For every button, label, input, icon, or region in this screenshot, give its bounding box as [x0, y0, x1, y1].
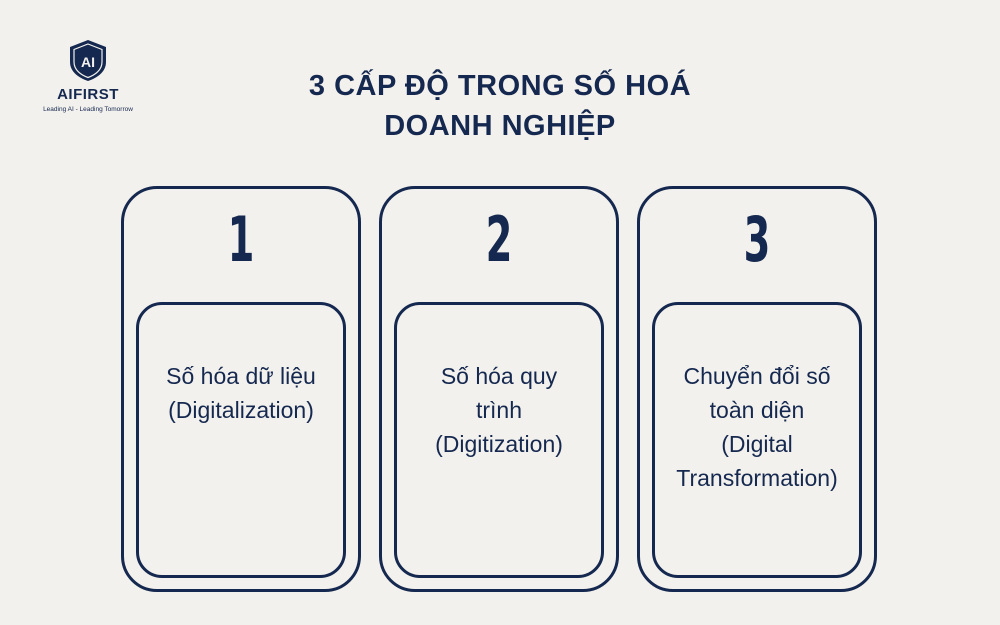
level-description: Chuyển đổi số toàn diện (Digital Transfo…: [663, 359, 851, 495]
title-line-1: 3 CẤP ĐỘ TRONG SỐ HOÁ: [308, 70, 692, 102]
logo-mark: AI: [81, 54, 95, 70]
level-card-1: 1 Số hóa dữ liệu (Digitalization): [121, 186, 361, 592]
level-description-box: Số hóa dữ liệu (Digitalization): [136, 302, 346, 578]
description-line: Số hóa quy: [440, 363, 558, 389]
description-line: (Digital: [721, 431, 793, 457]
level-description: Số hóa dữ liệu (Digitalization): [147, 359, 335, 427]
description-line: toàn diện: [709, 397, 805, 423]
level-description-box: Chuyển đổi số toàn diện (Digital Transfo…: [652, 302, 862, 578]
level-number: 2: [485, 203, 513, 276]
level-description-box: Số hóa quy trình (Digitization): [394, 302, 604, 578]
level-description: Số hóa quy trình (Digitization): [405, 359, 593, 461]
description-line: trình: [475, 397, 523, 423]
level-number: 1: [227, 203, 255, 276]
description-line: Số hóa dữ liệu: [166, 363, 316, 389]
page-title: 3 CẤP ĐỘ TRONG SỐ HOÁ DOANH NGHIỆP: [200, 66, 800, 146]
logo-name: AIFIRST: [57, 86, 119, 103]
description-line: Chuyển đổi số: [683, 363, 831, 389]
title-line-2: DOANH NGHIỆP: [384, 110, 616, 142]
level-card-2: 2 Số hóa quy trình (Digitization): [379, 186, 619, 592]
description-line: (Digitization): [435, 431, 563, 457]
description-line: (Digitalization): [168, 397, 314, 423]
description-line: Transformation): [676, 465, 838, 491]
shield-icon: AI: [70, 40, 106, 81]
level-card-3: 3 Chuyển đổi số toàn diện (Digital Trans…: [637, 186, 877, 592]
logo-tagline: Leading AI - Leading Tomorrow: [43, 106, 133, 113]
level-number: 3: [743, 203, 771, 276]
brand-logo: AI AIFIRST Leading AI - Leading Tomorrow: [30, 38, 146, 113]
